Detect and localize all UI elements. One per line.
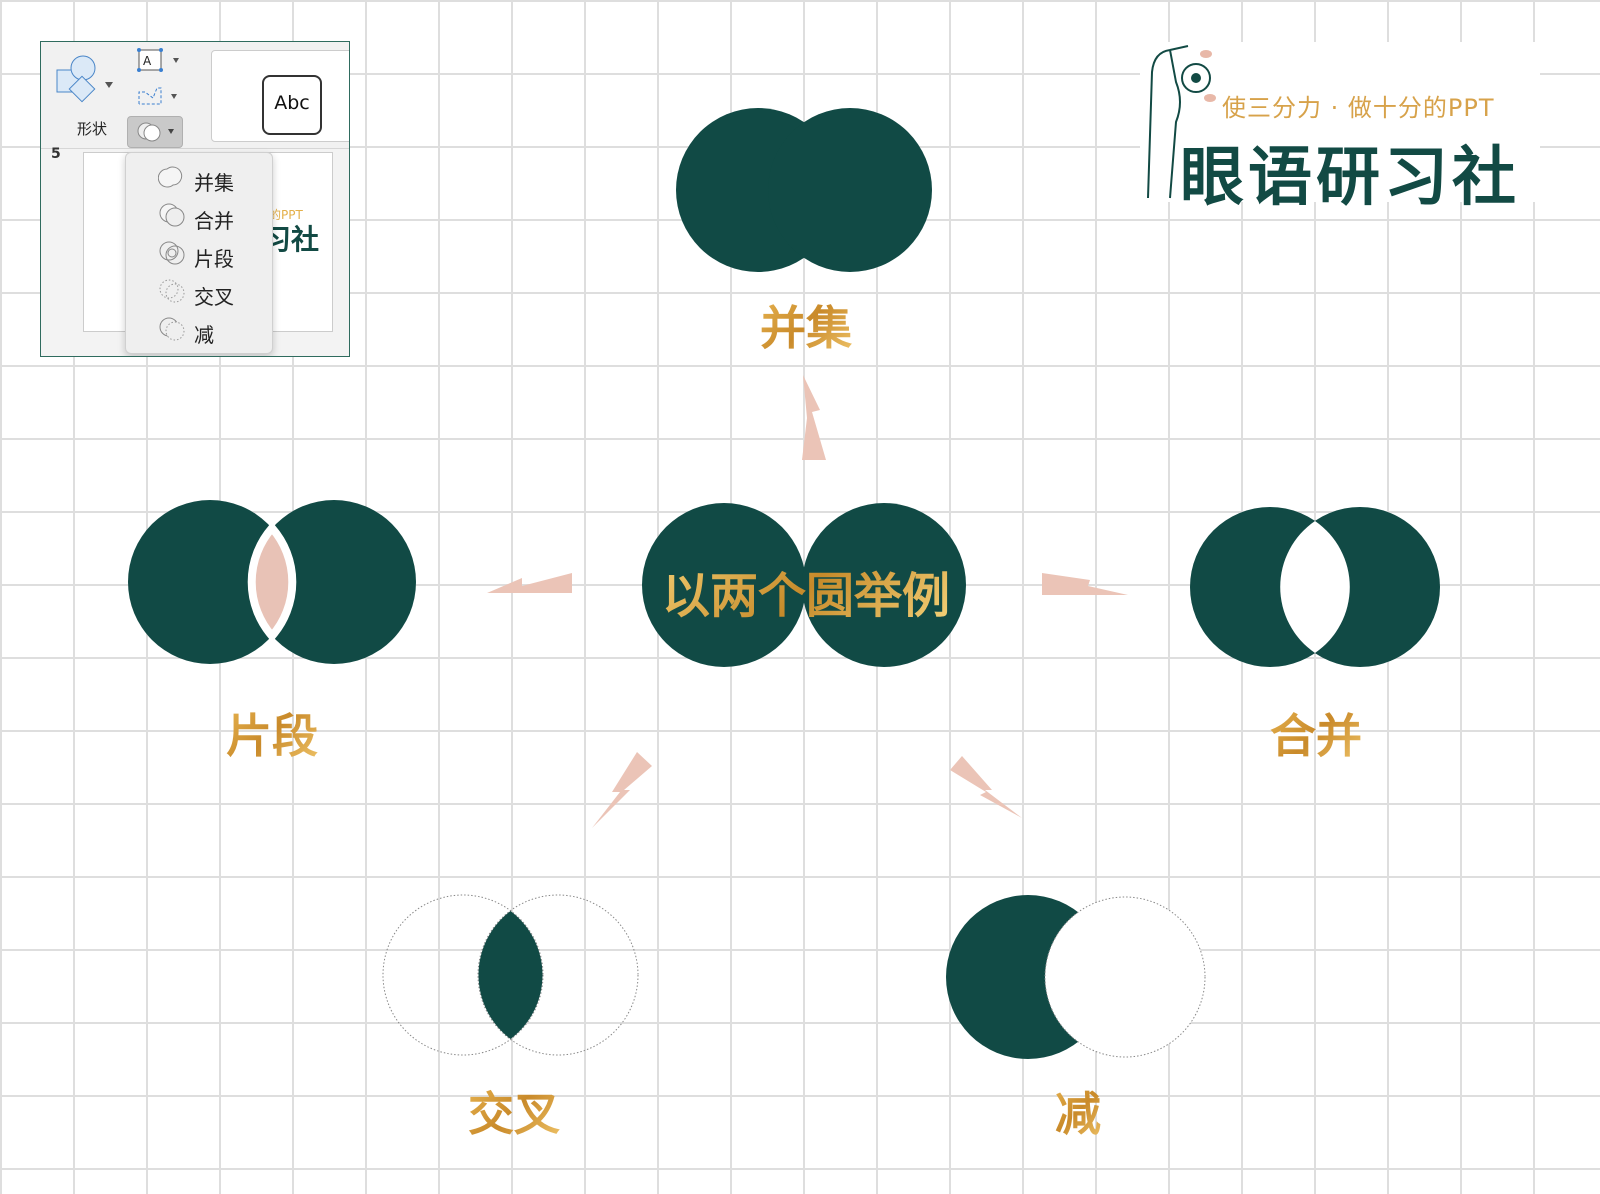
- union-shape: [676, 108, 932, 272]
- textbox-and-edit-points-icons[interactable]: A: [133, 46, 183, 112]
- logo-brand: 眼语研习社: [1180, 140, 1520, 215]
- merge-shapes-button[interactable]: [127, 116, 183, 148]
- intersect-icon: [159, 279, 185, 303]
- center-title: 以两个圆举例: [662, 556, 950, 626]
- combine-shape: [1190, 507, 1440, 667]
- ribbon-screenshot: 形状 A Abc 5 的PPT 习社 并集 合并: [40, 41, 350, 357]
- merge-shapes-icon: [137, 122, 174, 142]
- menu-item-combine[interactable]: 合并: [126, 197, 272, 233]
- label-intersect: 交叉: [468, 1078, 560, 1144]
- fragment-icon: [159, 241, 185, 265]
- menu-item-intersect[interactable]: 交叉: [126, 273, 272, 309]
- arrow-left: [487, 573, 572, 593]
- arrow-down-right: [950, 756, 1022, 818]
- shapes-label: 形状: [77, 120, 108, 138]
- svg-text:A: A: [143, 54, 152, 68]
- shapes-icon: [56, 55, 113, 103]
- arrow-down-left: [592, 752, 652, 828]
- thumbnail-subtitle: 的PPT: [269, 208, 303, 222]
- fragment-shape: [128, 500, 416, 664]
- shapes-button[interactable]: 形状: [53, 52, 119, 138]
- menu-item-subtract[interactable]: 减: [126, 311, 272, 347]
- brand-logo: 使三分力 · 做十分的PPT 眼语研习社: [1140, 42, 1540, 215]
- combine-icon: [159, 203, 185, 227]
- label-fragment: 片段: [226, 700, 318, 766]
- logo-slogan: 使三分力 · 做十分的PPT: [1222, 94, 1495, 122]
- arrow-up: [802, 375, 826, 460]
- subtract-shape: [946, 895, 1206, 1059]
- style-sample[interactable]: Abc: [262, 75, 322, 135]
- hand-eye-logo-icon: [1147, 45, 1216, 199]
- label-combine: 合并: [1270, 700, 1362, 766]
- arrow-right: [1042, 573, 1128, 595]
- label-union: 并集: [760, 292, 852, 358]
- label-subtract: 减: [1055, 1078, 1101, 1144]
- shape-style-gallery[interactable]: Abc: [211, 50, 349, 142]
- arrows: [487, 375, 1128, 828]
- menu-item-fragment[interactable]: 片段: [126, 235, 272, 271]
- subtract-icon: [159, 317, 185, 341]
- slide-number: 5: [51, 146, 61, 162]
- ribbon: 形状 A Abc: [41, 42, 349, 149]
- union-icon: [158, 166, 183, 188]
- merge-shapes-menu: 并集 合并 片段 交叉 减: [125, 152, 273, 354]
- menu-item-union[interactable]: 并集: [126, 159, 272, 195]
- intersect-shape: [382, 894, 639, 1056]
- source-circles: [642, 503, 966, 667]
